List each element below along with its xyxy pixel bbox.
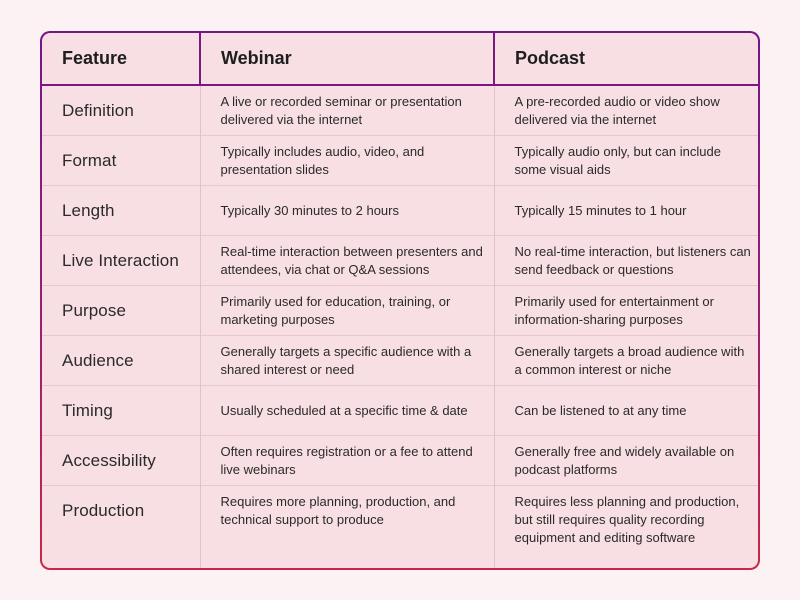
webinar-cell: Real-time interaction between presenters…: [200, 234, 495, 285]
comparison-table: Feature Webinar Podcast Definition A liv…: [42, 33, 758, 568]
table-row: Production Requires more planning, produ…: [42, 484, 758, 568]
feature-cell: Length: [42, 184, 201, 235]
table-row: Definition A live or recorded seminar or…: [42, 85, 758, 135]
table-row: Length Typically 30 minutes to 2 hours T…: [42, 184, 758, 235]
podcast-cell: Primarily used for entertainment or info…: [494, 284, 758, 335]
feature-cell: Live Interaction: [42, 234, 201, 285]
podcast-cell: Typically 15 minutes to 1 hour: [494, 184, 758, 235]
podcast-cell: No real-time interaction, but listeners …: [494, 234, 758, 285]
table-row: Purpose Primarily used for education, tr…: [42, 284, 758, 335]
feature-cell: Format: [42, 134, 201, 185]
header-podcast: Podcast: [494, 33, 758, 86]
header-webinar: Webinar: [200, 33, 495, 86]
table-header: Feature Webinar Podcast: [42, 33, 758, 86]
webinar-cell: Typically includes audio, video, and pre…: [200, 134, 495, 185]
webinar-cell: Usually scheduled at a specific time & d…: [200, 384, 495, 435]
podcast-cell: Can be listened to at any time: [494, 384, 758, 435]
feature-cell: Accessibility: [42, 434, 201, 485]
header-feature: Feature: [42, 33, 201, 86]
feature-cell: Purpose: [42, 284, 201, 335]
comparison-table-card: Feature Webinar Podcast Definition A liv…: [40, 31, 760, 570]
table-row: Audience Generally targets a specific au…: [42, 334, 758, 385]
webinar-cell: Primarily used for education, training, …: [200, 284, 495, 335]
podcast-cell: A pre-recorded audio or video show deliv…: [514, 94, 720, 127]
header-row: Feature Webinar Podcast: [42, 33, 758, 86]
podcast-cell: Typically audio only, but can include so…: [494, 134, 758, 185]
webinar-cell: Typically 30 minutes to 2 hours: [200, 184, 495, 235]
feature-cell: Production: [42, 484, 201, 568]
podcast-cell: Generally free and widely available on p…: [494, 434, 758, 485]
table-body: Definition A live or recorded seminar or…: [42, 85, 758, 568]
webinar-cell: Often requires registration or a fee to …: [200, 434, 495, 485]
table-row: Format Typically includes audio, video, …: [42, 134, 758, 185]
table-row: Timing Usually scheduled at a specific t…: [42, 384, 758, 435]
webinar-cell: Requires more planning, production, and …: [200, 484, 495, 568]
feature-cell: Timing: [42, 384, 201, 435]
table-row: Accessibility Often requires registratio…: [42, 434, 758, 485]
podcast-cell: Generally targets a broad audience with …: [494, 334, 758, 385]
feature-cell: Definition: [42, 85, 201, 135]
table-row: Live Interaction Real-time interaction b…: [42, 234, 758, 285]
webinar-cell: A live or recorded seminar or presentati…: [200, 85, 495, 135]
webinar-cell: Generally targets a specific audience wi…: [200, 334, 495, 385]
podcast-cell: Requires less planning and production, b…: [494, 484, 758, 568]
feature-cell: Audience: [42, 334, 201, 385]
